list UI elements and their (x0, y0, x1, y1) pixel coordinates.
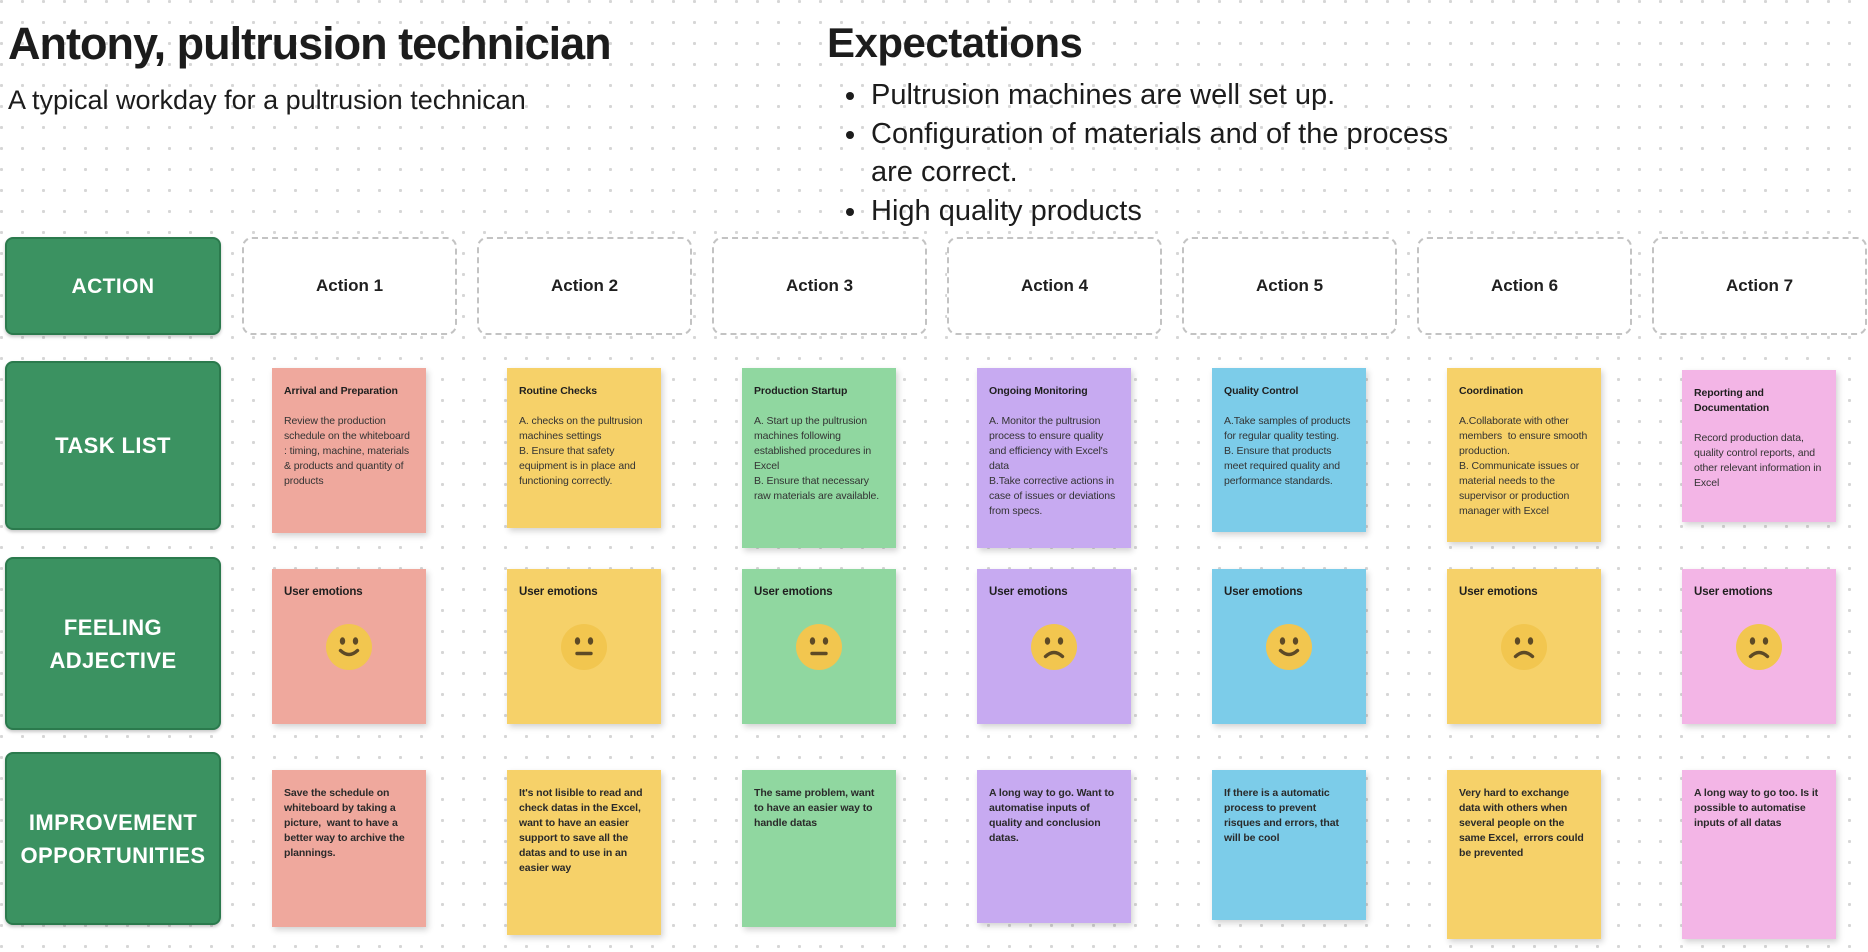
row-header-improvement-opportunities[interactable]: IMPROVEMENT OPPORTUNITIES (5, 752, 221, 925)
emoji-sad-face-icon (1447, 624, 1601, 670)
emoji-slightly-smiling-face-icon (1212, 624, 1366, 670)
improvement-sticky-body: A long way to go too. Is it possible to … (1694, 787, 1821, 829)
row-header-feeling-adjective-label: FEELING ADJECTIVE (49, 614, 177, 673)
page-subtitle: A typical workday for a pultrusion techn… (8, 84, 526, 115)
feeling-sticky-label: User emotions (1694, 586, 1773, 598)
task-sticky-body: A. checks on the pultrusion machines set… (519, 415, 643, 487)
action-column-label: Action 2 (550, 276, 619, 295)
task-sticky-body: Record production data, quality control … (1694, 432, 1825, 489)
emoji-neutral-face-icon (742, 624, 896, 670)
expectations-item: High quality products (869, 192, 1467, 231)
feeling-sticky-label: User emotions (1224, 586, 1303, 598)
improvement-sticky-note-6[interactable]: Very hard to exchange data with others w… (1447, 770, 1601, 939)
task-sticky-title: Reporting and Documentation (1694, 387, 1770, 414)
improvement-sticky-body: The same problem, want to have an easier… (754, 787, 878, 829)
row-header-action[interactable]: ACTION (5, 237, 221, 335)
expectations-heading: Expectations (827, 19, 1083, 66)
improvement-sticky-body: It's not lisible to read and check datas… (519, 787, 646, 874)
improvement-sticky-note-3[interactable]: The same problem, want to have an easier… (742, 770, 896, 927)
action-column-label: Action 6 (1490, 276, 1559, 295)
action-column-label: Action 5 (1255, 276, 1324, 295)
task-sticky-note-2[interactable]: Routine Checks A. checks on the pultrusio… (507, 368, 661, 528)
action-column-label: Action 1 (315, 276, 384, 295)
action-column-header-4[interactable]: Action 4 (947, 237, 1162, 335)
task-sticky-title: Coordination (1459, 385, 1524, 397)
task-sticky-title: Arrival and Preparation (284, 385, 398, 397)
row-header-action-label: ACTION (71, 274, 155, 298)
feeling-sticky-note-2[interactable]: User emotions (507, 569, 661, 724)
persona-block: Antony, pultrusion technician A typical … (8, 18, 612, 116)
improvement-sticky-note-4[interactable]: A long way to go. Want to automatise inp… (977, 770, 1131, 923)
feeling-sticky-note-6[interactable]: User emotions (1447, 569, 1601, 724)
task-sticky-title: Routine Checks (519, 385, 597, 397)
action-column-label: Action 7 (1725, 276, 1794, 295)
improvement-sticky-body: Save the schedule on whiteboard by takin… (284, 787, 408, 859)
task-sticky-note-3[interactable]: Production Startup A. Start up the pultru… (742, 368, 896, 548)
action-column-header-5[interactable]: Action 5 (1182, 237, 1397, 335)
task-sticky-title: Ongoing Monitoring (989, 385, 1088, 397)
improvement-sticky-body: A long way to go. Want to automatise inp… (989, 787, 1117, 844)
task-sticky-body: A.Collaborate with other members to ensu… (1459, 415, 1588, 517)
row-header-task-list[interactable]: TASK LIST (5, 361, 221, 530)
page-title: Antony, pultrusion technician (8, 18, 612, 69)
action-column-header-6[interactable]: Action 6 (1417, 237, 1632, 335)
action-column-header-1[interactable]: Action 1 (242, 237, 457, 335)
feeling-sticky-note-5[interactable]: User emotions (1212, 569, 1366, 724)
improvement-sticky-note-5[interactable]: If there is a automatic process to preve… (1212, 770, 1366, 920)
action-column-label: Action 3 (785, 276, 854, 295)
feeling-sticky-label: User emotions (989, 586, 1068, 598)
task-sticky-title: Quality Control (1224, 385, 1299, 397)
feeling-sticky-note-3[interactable]: User emotions (742, 569, 896, 724)
improvement-sticky-note-2[interactable]: It's not lisible to read and check datas… (507, 770, 661, 935)
task-sticky-title: Production Startup (754, 385, 848, 397)
emoji-neutral-face-icon (507, 624, 661, 670)
task-sticky-note-4[interactable]: Ongoing Monitoring A. Monitor the pultrus… (977, 368, 1131, 548)
feeling-sticky-label: User emotions (1459, 586, 1538, 598)
feeling-sticky-note-4[interactable]: User emotions (977, 569, 1131, 724)
task-sticky-body: A. Start up the pultrusion machines foll… (754, 415, 880, 502)
feeling-sticky-label: User emotions (284, 586, 363, 598)
feeling-sticky-label: User emotions (754, 586, 833, 598)
action-column-header-2[interactable]: Action 2 (477, 237, 692, 335)
improvement-sticky-body: If there is a automatic process to preve… (1224, 787, 1342, 844)
improvement-sticky-note-1[interactable]: Save the schedule on whiteboard by takin… (272, 770, 426, 927)
task-sticky-body: A. Monitor the pultrusion process to ens… (989, 415, 1116, 517)
improvement-sticky-note-7[interactable]: A long way to go too. Is it possible to … (1682, 770, 1836, 939)
action-column-header-3[interactable]: Action 3 (712, 237, 927, 335)
improvement-sticky-body: Very hard to exchange data with others w… (1459, 787, 1587, 859)
feeling-sticky-note-1[interactable]: User emotions (272, 569, 426, 724)
feeling-sticky-label: User emotions (519, 586, 598, 598)
emoji-sad-face-icon (977, 624, 1131, 670)
task-sticky-body: A.Take samples of products for regular q… (1224, 415, 1351, 487)
row-header-feeling-adjective[interactable]: FEELING ADJECTIVE (5, 557, 221, 730)
action-column-header-7[interactable]: Action 7 (1652, 237, 1867, 335)
expectations-block: Expectations Pultrusion machines are wel… (827, 19, 1467, 230)
row-header-improvement-opportunities-label: IMPROVEMENT OPPORTUNITIES (20, 809, 206, 868)
emoji-slightly-smiling-face-icon (272, 624, 426, 670)
expectations-list: Pultrusion machines are well set up. Con… (827, 76, 1467, 230)
task-sticky-body: Review the production schedule on the wh… (284, 415, 413, 487)
feeling-sticky-note-7[interactable]: User emotions (1682, 569, 1836, 724)
row-header-task-list-label: TASK LIST (55, 433, 171, 458)
emoji-sad-face-icon (1682, 624, 1836, 670)
action-column-label: Action 4 (1020, 276, 1089, 295)
expectations-item: Pultrusion machines are well set up. (869, 76, 1467, 115)
expectations-item: Configuration of materials and of the pr… (869, 115, 1467, 192)
